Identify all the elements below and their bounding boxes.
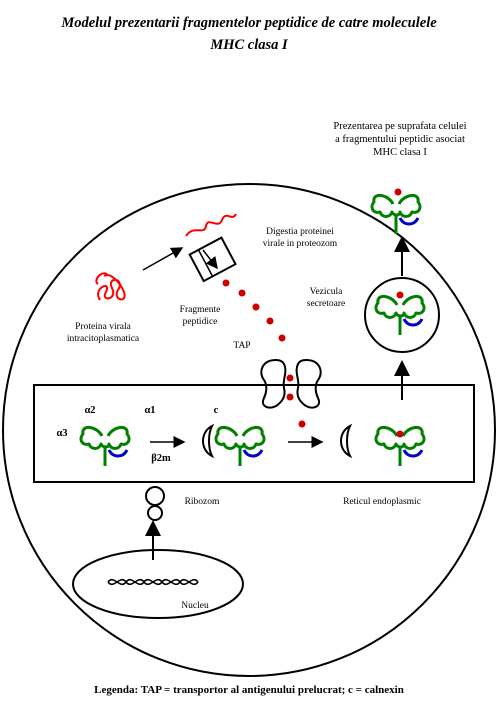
diagram-title: Modelul prezentarii fragmentelor peptidi… xyxy=(0,12,498,56)
label-peptide-fragments: Fragmente peptidice xyxy=(179,305,221,327)
label-alpha3: α3 xyxy=(56,428,68,439)
mhc-peptide-3 xyxy=(396,430,404,438)
viral-protein xyxy=(95,272,126,301)
label-tap: TAP xyxy=(233,341,251,351)
title-line-2: MHC clasa I xyxy=(210,37,288,53)
mhc-molecule-1 xyxy=(79,425,131,468)
label-secretory-vesicle: Vezicula secretoare xyxy=(306,287,346,309)
secretory-vesicle xyxy=(364,277,440,353)
label-proteasome-digestion: Digestia proteinei virale in proteozom xyxy=(262,227,338,249)
b2m-3 xyxy=(402,448,424,458)
label-surface-presentation: Prezentarea pe suprafata celulei a fragm… xyxy=(333,121,467,158)
proteasome xyxy=(188,236,237,283)
nucleus xyxy=(72,549,244,619)
mhc-molecule-2 xyxy=(214,425,266,468)
tap-left xyxy=(260,358,287,409)
arrow-protein-proteasome xyxy=(142,247,184,271)
cell-membrane xyxy=(2,183,496,677)
label-beta2m: β2m xyxy=(151,453,171,464)
title-line-1: Modelul prezentarii fragmentelor peptidi… xyxy=(61,15,437,31)
b2m-vesicle xyxy=(402,317,424,327)
b2m-1 xyxy=(107,448,129,458)
ribosome-small xyxy=(147,505,163,521)
label-nucleus: Nucleu xyxy=(181,601,209,611)
calnexin-2 xyxy=(340,425,351,457)
legend: Legenda: TAP = transportor al antigenulu… xyxy=(94,684,404,696)
dna-strand-2 xyxy=(107,578,199,586)
b2m-surface xyxy=(398,216,420,226)
b2m-2 xyxy=(242,448,264,458)
peptide-fragments xyxy=(222,279,286,342)
mhc-peptide-vesicle xyxy=(396,291,404,299)
calnexin-1 xyxy=(202,425,213,457)
arrow-inside-proteasome xyxy=(202,249,218,270)
label-alpha1: α1 xyxy=(144,405,156,416)
tap-peptide-1 xyxy=(286,374,294,382)
tap-right xyxy=(295,358,322,409)
label-er: Reticul endoplasmic xyxy=(343,497,421,507)
ribosome-large xyxy=(145,486,165,506)
er-peptide xyxy=(298,420,306,428)
tap-peptide-2 xyxy=(286,393,294,401)
label-viral-protein: Proteina virala intracitoplasmatica xyxy=(66,322,140,344)
label-calnexin: c xyxy=(213,405,219,416)
label-alpha2: α2 xyxy=(84,405,96,416)
endoplasmic-reticulum xyxy=(33,384,475,483)
mhc-molecule-vesicle xyxy=(374,294,426,337)
label-ribosome: Ribozom xyxy=(184,497,220,507)
mhc-molecule-surface xyxy=(370,193,422,236)
mhc-peptide-surface xyxy=(394,188,402,196)
protein-thread xyxy=(185,213,237,237)
